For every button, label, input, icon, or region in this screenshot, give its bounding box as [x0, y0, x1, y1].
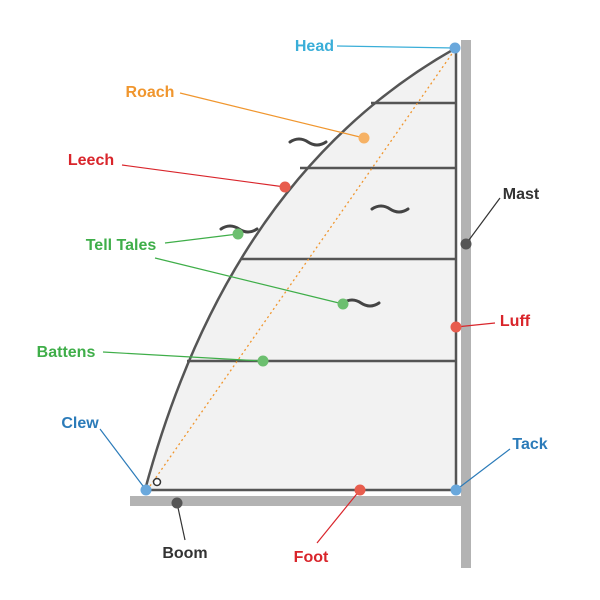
foot-marker [354, 484, 366, 496]
label-roach: Roach [126, 84, 175, 101]
luff-leader [455, 322, 496, 328]
label-luff: Luff [500, 313, 531, 330]
label-boom: Boom [162, 545, 207, 562]
head-marker [449, 42, 461, 54]
tell-tale-marker [232, 228, 244, 240]
leech-marker [279, 181, 291, 193]
tack-leader [455, 448, 511, 491]
tell-tale-squiggle [288, 137, 328, 147]
sail [143, 46, 458, 492]
label-tell-tales: Tell Tales [86, 237, 157, 254]
boom-leader [176, 502, 186, 541]
luff-marker [450, 321, 462, 333]
label-head: Head [295, 38, 334, 55]
tell-tale-squiggle [341, 298, 381, 308]
head-leader [336, 45, 456, 49]
label-clew: Clew [61, 415, 99, 432]
roach-leader [179, 92, 365, 139]
foot-leader [316, 489, 361, 544]
mast-marker [460, 238, 472, 250]
clew-leader [99, 428, 147, 491]
roach-marker [358, 132, 370, 144]
label-leech: Leech [68, 152, 114, 169]
tell-tales-leader-2 [154, 257, 344, 305]
chord-line [149, 47, 457, 487]
mast-spar [461, 40, 471, 568]
leech-leader [121, 164, 286, 188]
tack-marker [450, 484, 462, 496]
tell-tale-marker [337, 298, 349, 310]
battens-leader [102, 351, 263, 362]
mast-leader [465, 197, 501, 245]
batten-marker [257, 355, 269, 367]
tell-tales-leader-1 [164, 233, 239, 244]
label-foot: Foot [294, 549, 329, 566]
boom-marker [171, 497, 183, 509]
label-tack: Tack [512, 436, 547, 453]
clew-marker [140, 484, 152, 496]
label-battens: Battens [37, 344, 96, 361]
label-mast: Mast [503, 186, 540, 203]
tell-tale-squiggle [370, 204, 410, 214]
clew-ring [152, 477, 162, 487]
boom-spar [130, 496, 471, 506]
